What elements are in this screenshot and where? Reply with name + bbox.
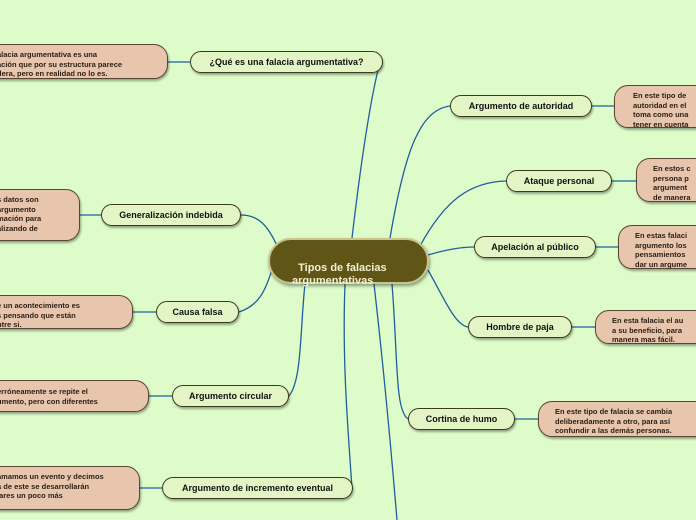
description-hombre-de-paja[interactable]: En esta falacia el au a su beneficio, pa…: [595, 310, 696, 344]
connector-causa: [238, 269, 273, 313]
topic-argumento-circular[interactable]: Argumento circular: [172, 385, 289, 407]
connector-apelacion: [427, 246, 475, 256]
topic-generalizacion-indebida[interactable]: Generalización indebida: [101, 204, 241, 226]
topic-apelacion-al-publico[interactable]: Apelación al público: [474, 236, 596, 258]
connector-incremento: [343, 283, 353, 489]
description-que-es-falacia[interactable]: alacia argumentativa es una ación que po…: [0, 44, 168, 79]
connector-circular: [288, 283, 306, 397]
description-cortina-de-humo[interactable]: En este tipo de falacia se cambia delibe…: [538, 401, 696, 437]
topic-label: Argumento de incremento eventual: [181, 483, 334, 493]
connector-hombre: [427, 269, 469, 328]
description-text: s datos son argumento mación para alizan…: [0, 195, 42, 233]
topic-argumento-incremento-eventual[interactable]: Argumento de incremento eventual: [162, 477, 353, 499]
description-argumento-incremento-eventual[interactable]: amamos un evento y decimos a de este se …: [0, 466, 140, 510]
description-text: En este tipo de falacia se cambia delibe…: [555, 407, 673, 435]
connector-down: [373, 283, 398, 520]
description-text: alacia argumentativa es una ación que po…: [0, 50, 123, 78]
topic-argumento-de-autoridad[interactable]: Argumento de autoridad: [450, 95, 592, 117]
description-apelacion-al-publico[interactable]: En estas falaci argumento los pensamient…: [618, 225, 696, 269]
topic-label: Ataque personal: [523, 176, 595, 186]
description-text: e un acontecimiento es s pensando que es…: [0, 301, 80, 329]
description-text: En esta falacia el au a su beneficio, pa…: [612, 316, 684, 344]
topic-label: Causa falsa: [172, 307, 223, 317]
description-argumento-de-autoridad[interactable]: En este tipo de autoridad en el toma com…: [614, 85, 696, 128]
topic-label: Cortina de humo: [425, 414, 498, 424]
topic-label: Generalización indebida: [119, 210, 223, 220]
topic-label: Apelación al público: [491, 242, 579, 252]
connector-generalizacion: [240, 214, 279, 249]
description-ataque-personal[interactable]: En estos c persona p argument de manera: [636, 158, 696, 202]
topic-causa-falsa[interactable]: Causa falsa: [156, 301, 239, 323]
connector-ataque: [419, 180, 507, 247]
connector-que-es: [351, 61, 381, 239]
connector-cortina: [391, 283, 409, 420]
topic-que-es-falacia[interactable]: ¿Qué es una falacia argumentativa?: [190, 51, 383, 73]
description-text: En estas falaci argumento los pensamient…: [635, 231, 688, 269]
connector-autoridad: [389, 105, 451, 239]
topic-hombre-de-paja[interactable]: Hombre de paja: [468, 316, 572, 338]
description-causa-falsa[interactable]: e un acontecimiento es s pensando que es…: [0, 295, 133, 329]
topic-label: ¿Qué es una falacia argumentativa?: [209, 57, 364, 67]
topic-cortina-de-humo[interactable]: Cortina de humo: [408, 408, 515, 430]
central-topic[interactable]: Tipos de falacias argumentativas: [268, 238, 429, 287]
description-text: En este tipo de autoridad en el toma com…: [633, 91, 689, 128]
topic-ataque-personal[interactable]: Ataque personal: [506, 170, 612, 192]
description-text: erróneamente se repite el umento, pero c…: [0, 387, 98, 406]
description-text: En estos c persona p argument de manera: [653, 164, 691, 202]
central-topic-title: Tipos de falacias argumentativas: [292, 262, 387, 287]
topic-label: Argumento circular: [188, 391, 273, 401]
topic-label: Hombre de paja: [486, 322, 554, 332]
description-text: amamos un evento y decimos a de este se …: [0, 472, 104, 500]
description-argumento-circular[interactable]: erróneamente se repite el umento, pero c…: [0, 380, 149, 412]
topic-label: Argumento de autoridad: [468, 101, 574, 111]
description-generalizacion-indebida[interactable]: s datos son argumento mación para alizan…: [0, 189, 80, 241]
